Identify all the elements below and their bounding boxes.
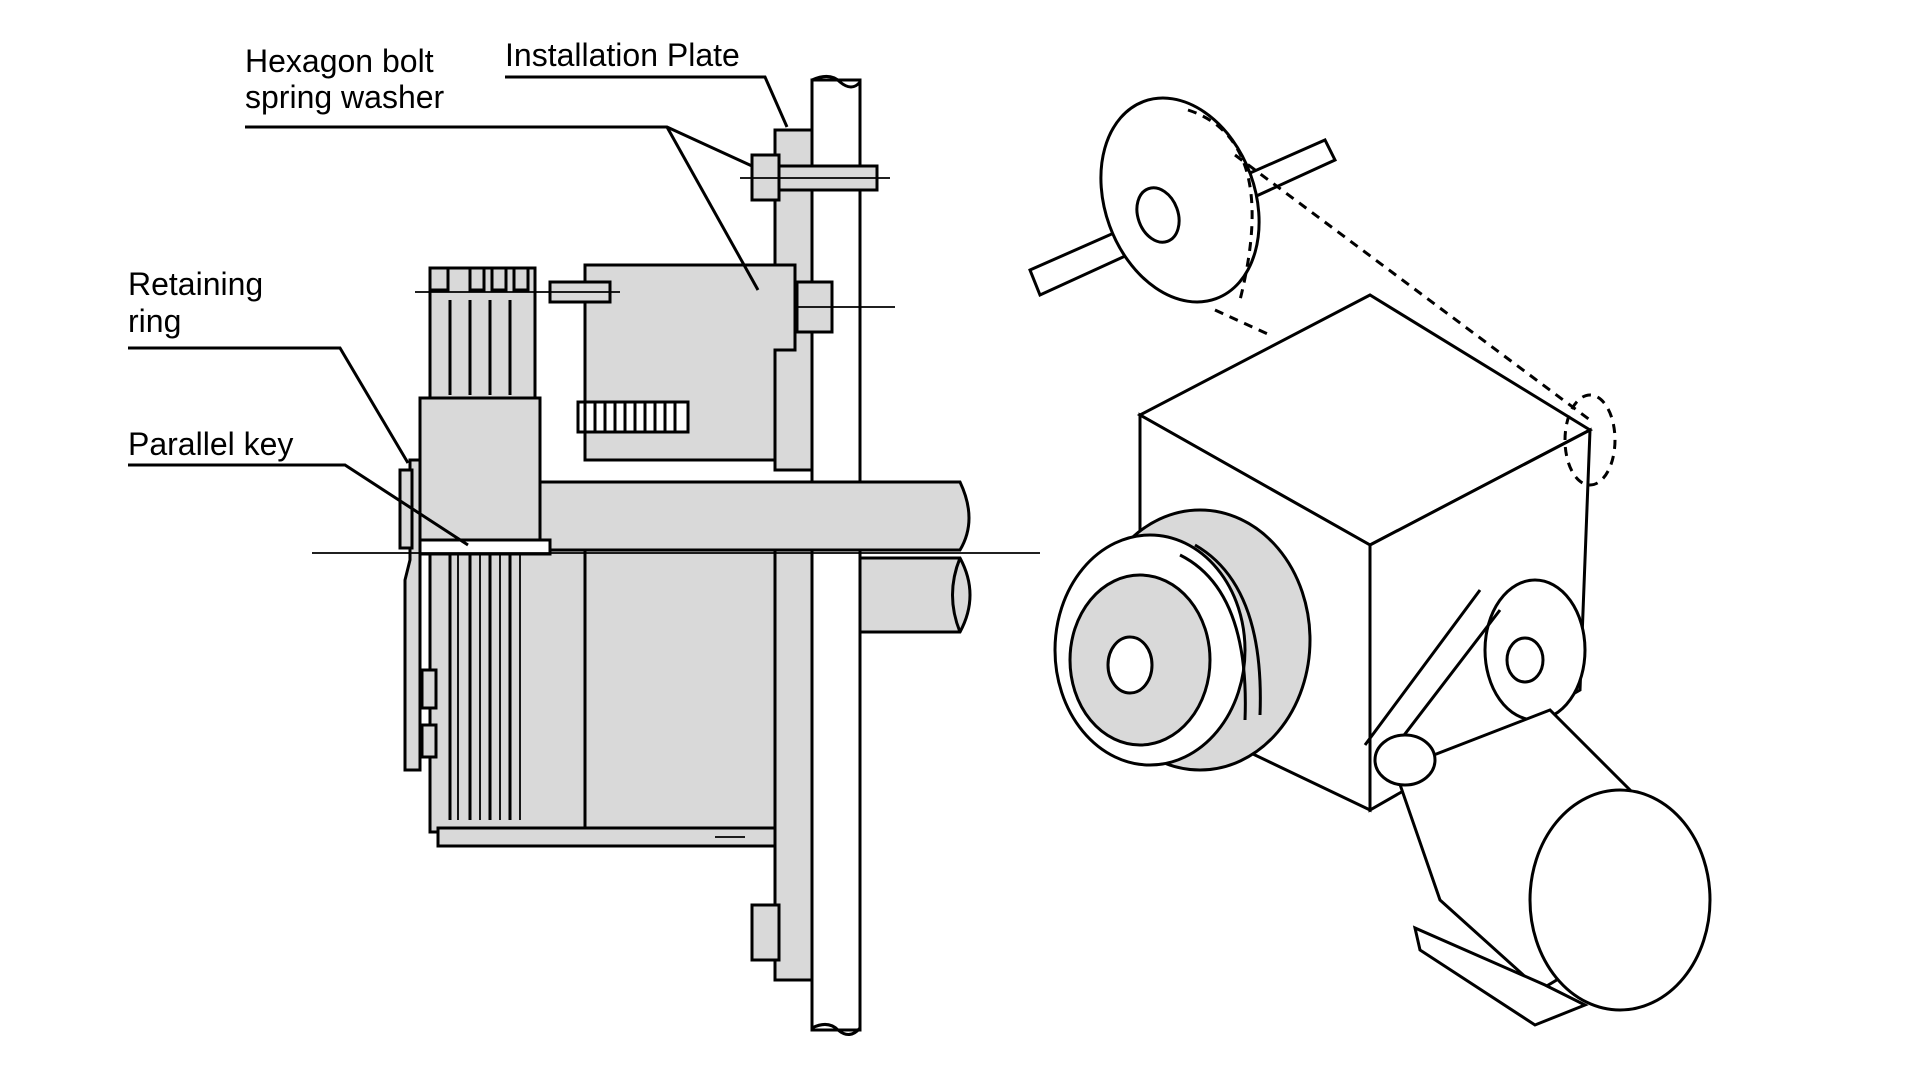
hexagon-bolt-top bbox=[740, 153, 890, 202]
label-hexagon-bolt: Hexagon bolt bbox=[245, 43, 434, 79]
motor-assembly bbox=[1363, 578, 1712, 1027]
shaft bbox=[312, 480, 1040, 634]
callout-labels: Hexagon bolt spring washer Installation … bbox=[128, 37, 740, 462]
label-installation-plate: Installation Plate bbox=[505, 37, 740, 73]
perspective-view bbox=[1028, 96, 1712, 1027]
label-retaining-ring-line1: Retaining bbox=[128, 266, 263, 302]
label-parallel-key: Parallel key bbox=[128, 426, 293, 462]
sectional-view bbox=[128, 75, 1040, 1036]
spring bbox=[576, 400, 690, 434]
leader-lines bbox=[128, 75, 789, 547]
label-retaining-ring-line2: ring bbox=[128, 303, 181, 339]
driven-shaft-pulley bbox=[1028, 96, 1591, 422]
clutch-unit bbox=[1053, 508, 1312, 772]
friction-plates bbox=[448, 300, 521, 820]
hexagon-bolt-bottom bbox=[750, 903, 781, 962]
installation-plate bbox=[773, 75, 862, 1036]
clutch-brake-body bbox=[403, 263, 797, 848]
label-spring-washer: spring washer bbox=[245, 79, 445, 115]
